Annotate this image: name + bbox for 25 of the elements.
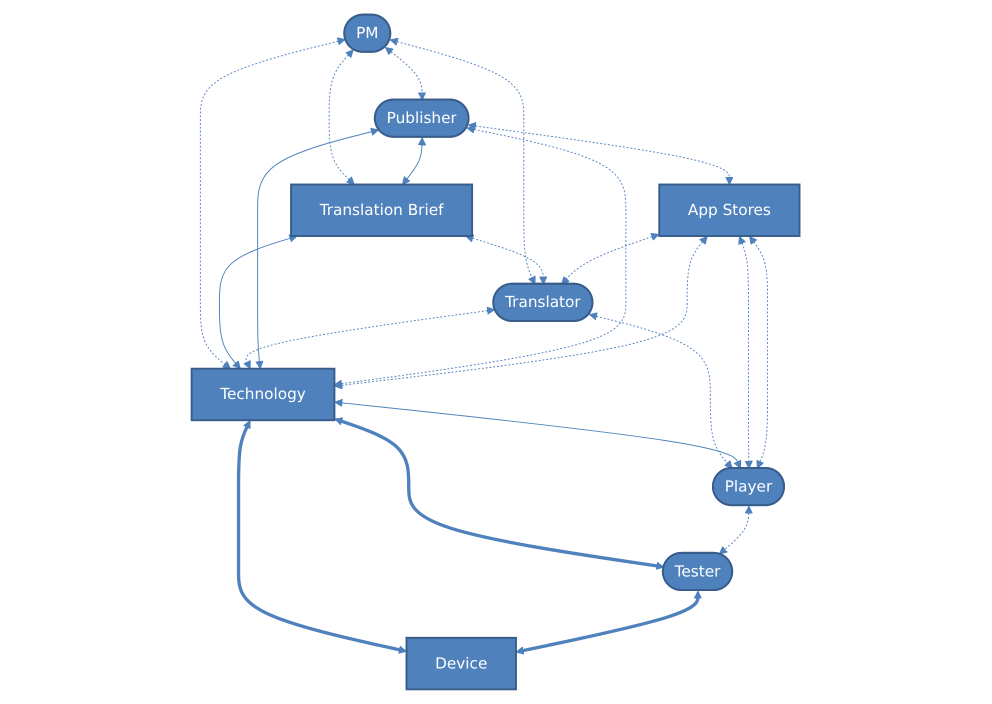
arrow (516, 590, 702, 655)
node-box: Technology (191, 368, 336, 422)
arrow (466, 234, 548, 285)
arrow (237, 420, 408, 654)
arrow (334, 236, 708, 390)
node-box: App Stores (658, 184, 801, 237)
arrow (334, 417, 665, 570)
arrow (385, 47, 427, 100)
arrow (738, 236, 754, 469)
arrow (589, 312, 734, 469)
arrow (562, 232, 660, 285)
node-box: Translation Brief (290, 184, 474, 237)
arrow (334, 125, 627, 388)
arrow (749, 236, 768, 469)
arrow (256, 128, 380, 370)
arrow (334, 398, 742, 469)
arrow (244, 306, 496, 370)
arrow (200, 37, 346, 370)
arrow (390, 38, 536, 285)
arrow (402, 137, 427, 185)
arrow (329, 49, 356, 185)
arrow (719, 506, 754, 555)
node-box: Device (406, 636, 518, 690)
arrow (219, 234, 298, 370)
arrow (468, 122, 734, 185)
